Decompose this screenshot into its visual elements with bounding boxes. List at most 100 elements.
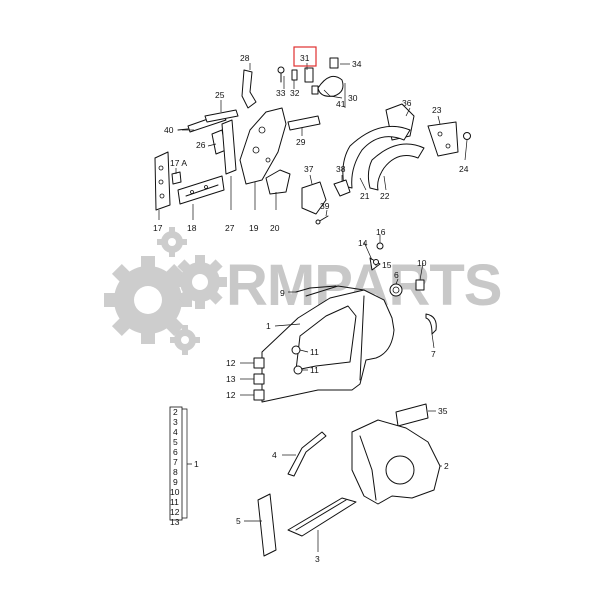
gear-large-icon xyxy=(104,256,192,344)
part-19-wheelarch-inner xyxy=(239,107,287,185)
part-28-hinge xyxy=(241,69,257,109)
part-6-ring xyxy=(389,283,403,297)
callout-17a: 17 A xyxy=(170,158,187,168)
part-31-spring xyxy=(304,67,314,83)
group-list: 2 3 4 5 6 7 8 9 10 11 12 13 1 xyxy=(169,406,199,527)
highlight-box-31 xyxy=(293,46,317,67)
part-16-nut xyxy=(376,242,384,250)
part-34-clip xyxy=(329,57,339,69)
callout-20: 20 xyxy=(270,223,280,233)
part-2-rear-quarter xyxy=(351,419,441,505)
callout-10: 10 xyxy=(417,258,427,268)
group-list-item: 6 xyxy=(173,447,178,457)
part-25-strip xyxy=(204,109,239,123)
callout-25: 25 xyxy=(215,90,225,100)
part-10-clip xyxy=(415,279,425,291)
callout-36: 36 xyxy=(402,98,412,108)
callout-38: 38 xyxy=(336,164,346,174)
callout-11b: 11 xyxy=(310,365,319,375)
part-20-cup xyxy=(265,169,291,195)
part-27-pillar xyxy=(221,119,237,175)
group-list-item: 4 xyxy=(173,427,178,437)
callout-15: 15 xyxy=(382,260,392,270)
callout-11a: 11 xyxy=(310,347,319,357)
callout-31: 31 xyxy=(300,53,310,63)
group-list-item: 10 xyxy=(170,487,180,497)
part-5-post xyxy=(257,493,277,557)
gear-bottom-icon xyxy=(170,325,200,355)
callout-12a: 12 xyxy=(226,358,236,368)
part-37-housing xyxy=(301,181,327,215)
group-list-item: 13 xyxy=(170,517,180,527)
leader-lines xyxy=(158,63,468,552)
group-list-item: 7 xyxy=(173,457,178,467)
part-17a-clip xyxy=(171,171,182,185)
group-list-item: 3 xyxy=(173,417,178,427)
callout-5: 5 xyxy=(236,516,241,526)
part-12-clip-a xyxy=(253,357,265,369)
part-9-trim xyxy=(295,285,337,293)
part-39-screw xyxy=(315,215,329,225)
group-list-item: 9 xyxy=(173,477,178,487)
group-list-item: 2 xyxy=(173,407,178,417)
callout-1: 1 xyxy=(266,321,271,331)
callout-35: 35 xyxy=(438,406,448,416)
group-list-item: 5 xyxy=(173,437,178,447)
callout-14: 14 xyxy=(358,238,368,248)
callout-34: 34 xyxy=(352,59,362,69)
part-33-bolt xyxy=(277,66,285,83)
part-41-lid xyxy=(311,75,344,97)
callout-17: 17 xyxy=(153,223,163,233)
callout-40: 40 xyxy=(164,125,174,135)
part-32-bush xyxy=(291,69,298,81)
callout-37: 37 xyxy=(304,164,314,174)
part-11-grommets xyxy=(291,345,303,375)
part-29-rail xyxy=(287,115,321,131)
group-list-item: 11 xyxy=(170,497,179,507)
group-list-item: 12 xyxy=(170,507,180,517)
callout-3: 3 xyxy=(315,554,320,564)
part-13-clip xyxy=(253,373,265,385)
callout-16: 16 xyxy=(376,227,386,237)
part-17-inner-pillar xyxy=(154,151,171,211)
callout-4: 4 xyxy=(272,450,277,460)
callout-29: 29 xyxy=(296,137,306,147)
part-15-pin xyxy=(373,259,379,265)
callout-28: 28 xyxy=(240,53,250,63)
callout-2: 2 xyxy=(444,461,449,471)
part-18-bracket xyxy=(177,175,225,205)
callout-12b: 12 xyxy=(226,390,236,400)
callout-7: 7 xyxy=(431,349,436,359)
part-23-plate xyxy=(427,121,459,157)
callout-22: 22 xyxy=(380,191,390,201)
part-12-clip-b xyxy=(253,389,265,401)
callout-39: 39 xyxy=(320,201,330,211)
callout-9: 9 xyxy=(280,288,285,298)
callout-41: 41 xyxy=(336,99,346,109)
callout-23: 23 xyxy=(432,105,442,115)
callout-21: 21 xyxy=(360,191,370,201)
callout-24: 24 xyxy=(459,164,469,174)
part-24-grommet xyxy=(463,132,471,140)
callout-6: 6 xyxy=(394,270,399,280)
part-3-sill xyxy=(287,497,357,537)
group-list-box xyxy=(169,406,183,521)
callout-27: 27 xyxy=(225,223,235,233)
callout-19: 19 xyxy=(249,223,259,233)
callout-30: 30 xyxy=(348,93,358,103)
callout-33: 33 xyxy=(276,88,286,98)
callout-26: 26 xyxy=(196,140,206,150)
gear-medium-icon xyxy=(173,255,227,309)
part-22-arch-rear xyxy=(367,143,425,191)
callout-18: 18 xyxy=(187,223,197,233)
gear-top-icon xyxy=(157,227,187,257)
group-list-label: 1 xyxy=(194,459,199,469)
part-4-trim-strip xyxy=(287,431,327,477)
part-21-arch-front xyxy=(342,125,411,189)
callout-13: 13 xyxy=(226,374,236,384)
callout-labels: 28 31 34 33 32 30 41 25 36 23 40 26 29 1… xyxy=(153,53,469,564)
callout-32: 32 xyxy=(290,88,300,98)
group-list-item: 8 xyxy=(173,467,178,477)
